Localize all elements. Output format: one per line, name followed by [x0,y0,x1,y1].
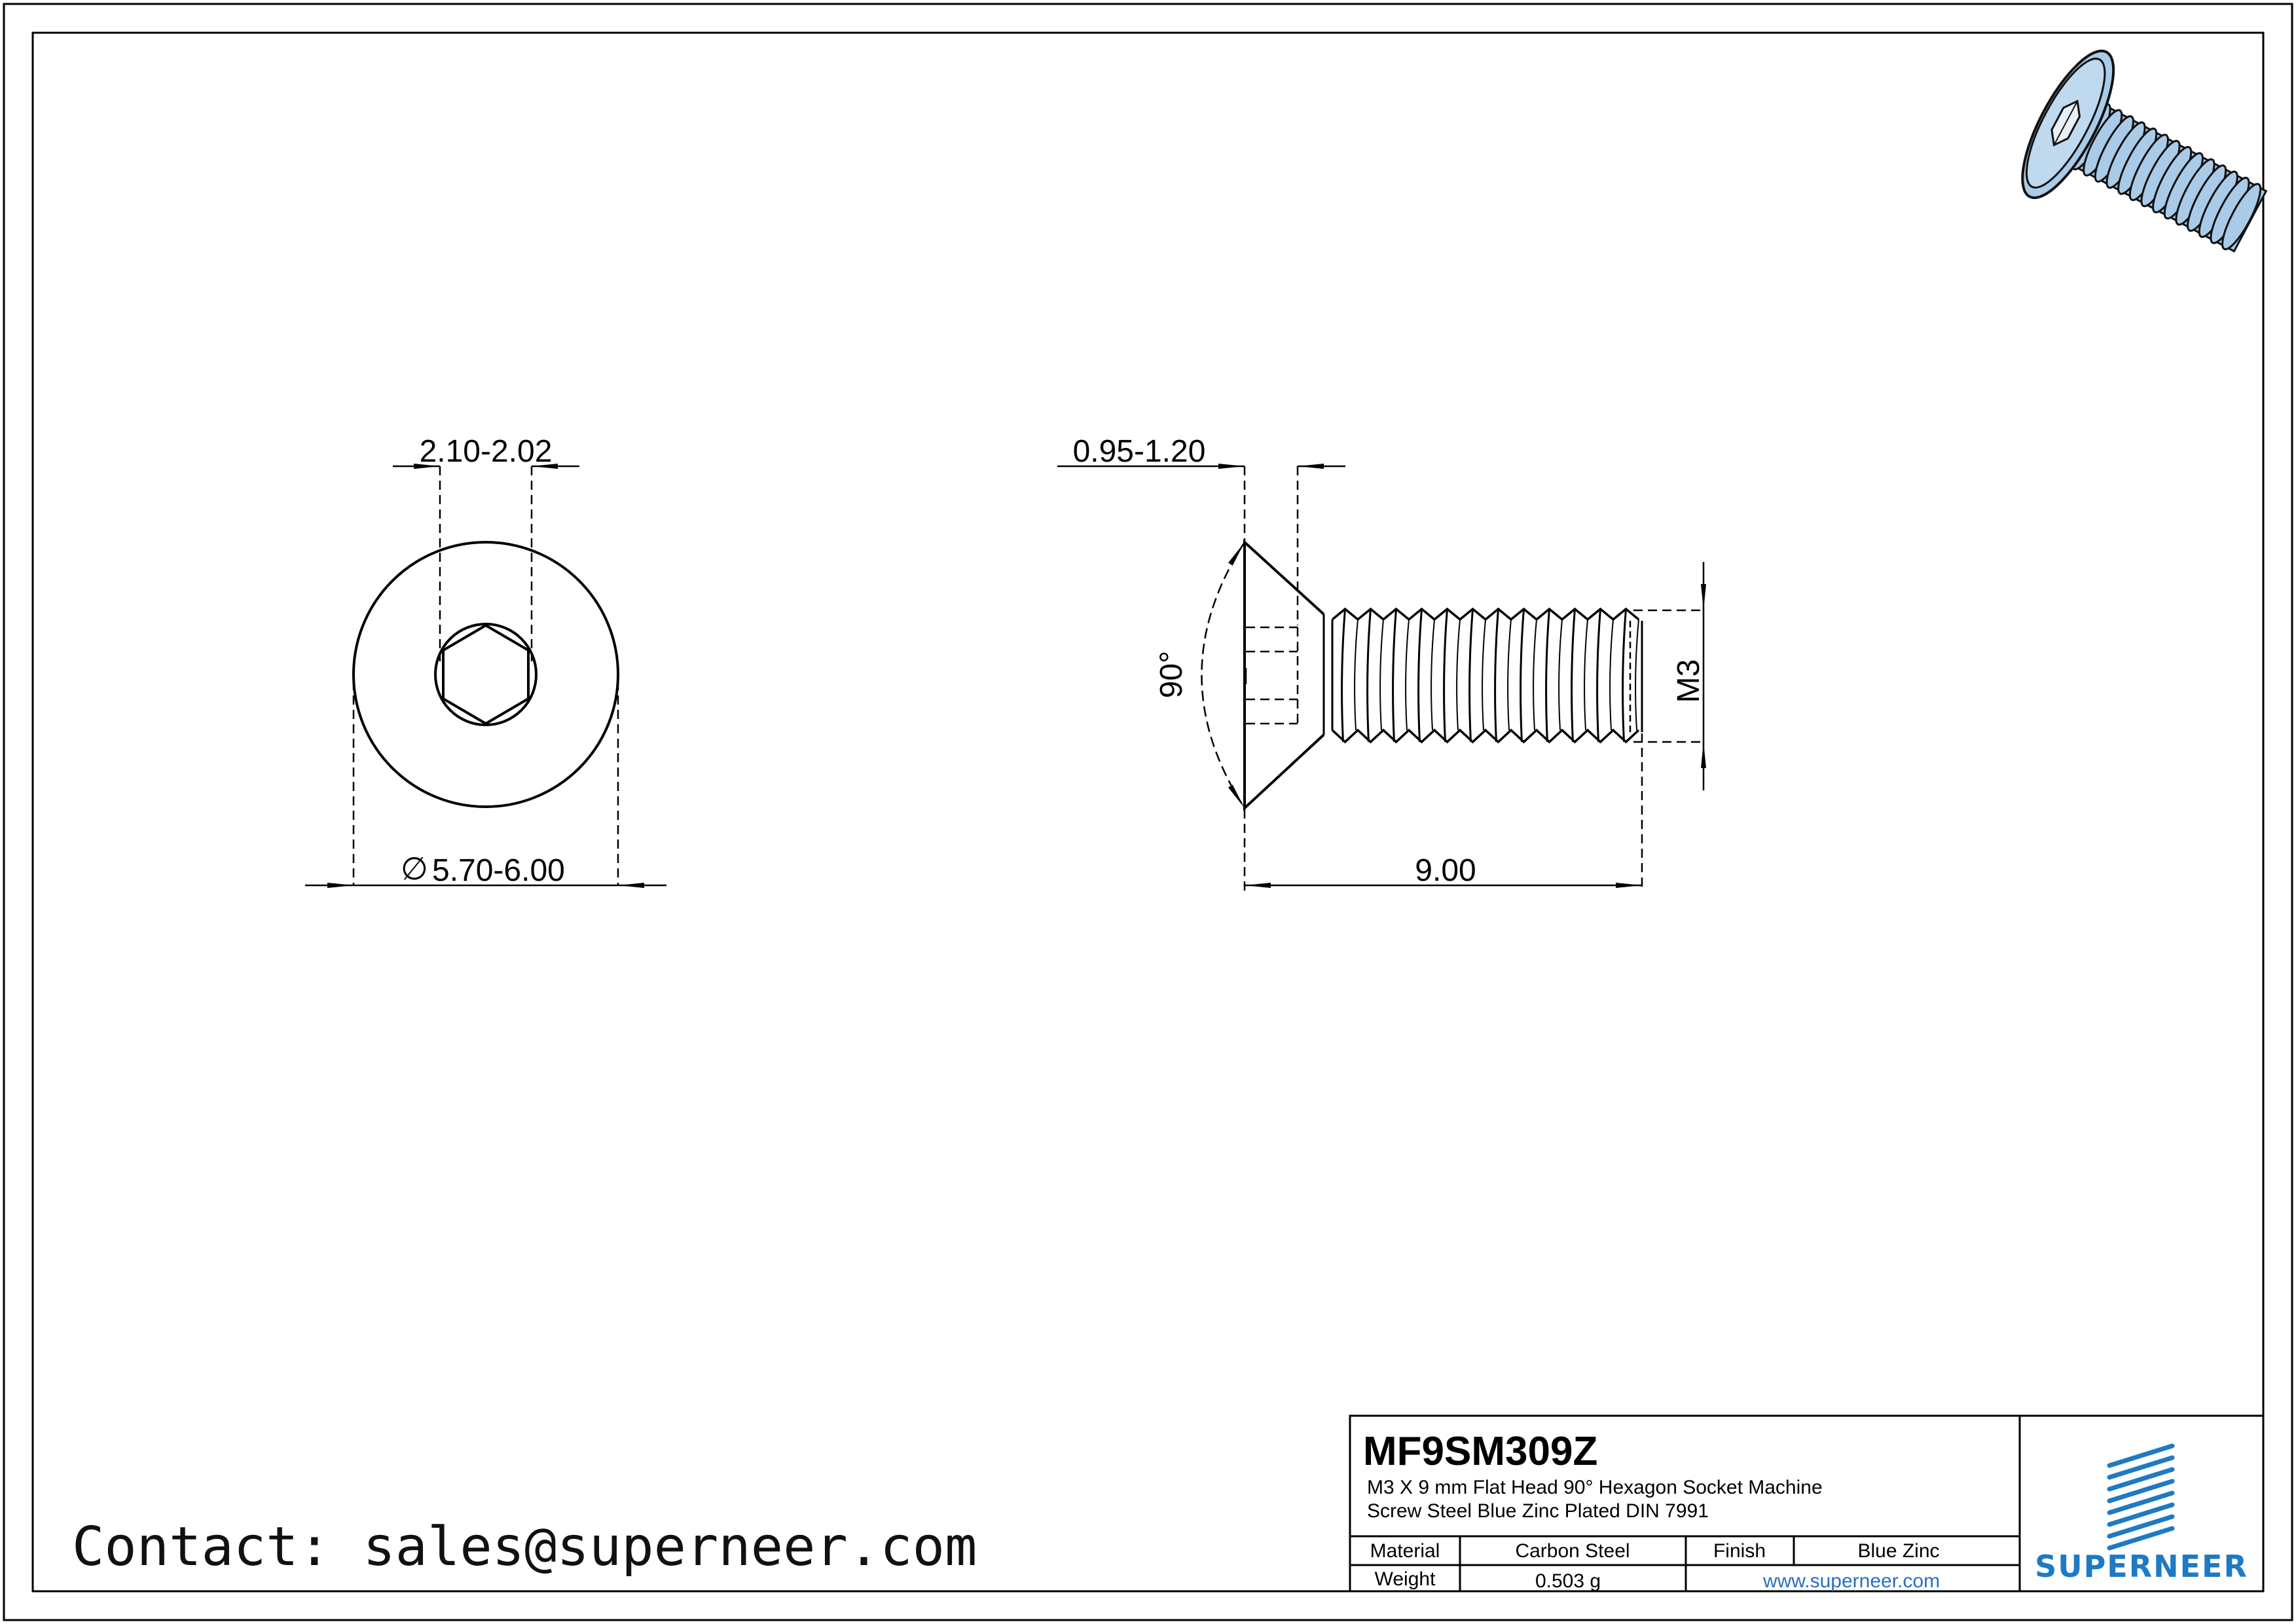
finish-value: Blue Zinc [1857,1540,1939,1562]
thread-dimension-label: M3 [1671,659,1706,703]
hex-dimension-label: 2.10-2.02 [420,434,553,469]
head-height-dimension-label: 0.95-1.20 [1073,434,1206,469]
front-view [305,464,666,888]
brand-name: SUPERNEER [2035,1549,2248,1584]
length-dimension-label: 9.00 [1415,853,1476,888]
screw-3d-render [2021,49,2268,253]
weight-value: 0.503 g [1535,1570,1601,1592]
title-block [1349,1414,2265,1593]
material-label: Material [1370,1540,1440,1562]
weight-label: Weight [1375,1568,1436,1590]
description-line-1: M3 X 9 mm Flat Head 90° Hexagon Socket M… [1367,1477,1823,1498]
website-link[interactable]: www.superneer.com [1762,1570,1940,1592]
angle-arc [1201,542,1246,809]
screw-head-outline [1243,539,1325,811]
finish-label: Finish [1713,1540,1766,1562]
part-number: MF9SM309Z [1363,1429,1597,1474]
side-view [1057,464,1706,892]
head-circle [352,541,619,808]
angle-dimension-label: 90° [1154,651,1189,699]
contact-email[interactable]: Contact: sales@superneer.com [72,1516,977,1578]
superneer-logo-icon [2107,1443,2175,1551]
diameter-dimension-label: 5.70-6.00 [432,853,565,888]
material-value: Carbon Steel [1515,1540,1630,1562]
diameter-symbol: ∅ [401,852,428,887]
description-line-2: Screw Steel Blue Zinc Plated DIN 7991 [1367,1500,1709,1522]
inner-border [31,31,2265,1593]
hex-socket [442,623,530,726]
thread-profile [1331,607,1640,744]
outer-border [3,3,2293,1621]
socket-circle [434,623,538,726]
